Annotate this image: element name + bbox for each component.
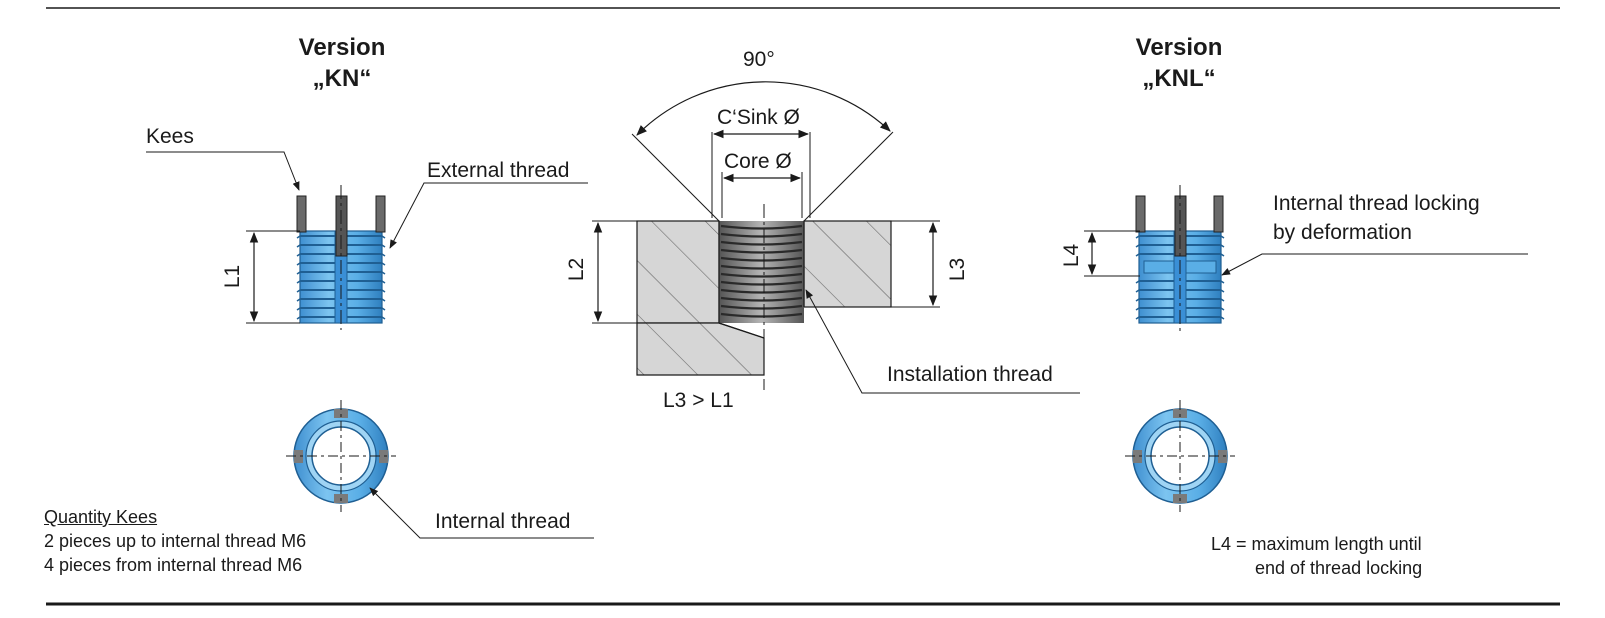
version-kn-line2: „KN“: [312, 65, 372, 92]
l4-dimension: [1084, 230, 1140, 277]
version-knl-line2: „KNL“: [1142, 65, 1216, 92]
internal-thread-label: Internal thread: [435, 510, 571, 533]
version-kn-line1: Version: [298, 34, 386, 61]
l2-label: L2: [565, 257, 589, 282]
quantity-line1: 2 pieces up to internal thread M6: [44, 531, 307, 551]
l1-dimension: [246, 230, 300, 324]
csink-label: C‘Sink Ø: [717, 106, 800, 129]
l3-gt-l1-label: L3 > L1: [663, 389, 734, 412]
version-kn-title: Version „KN“: [262, 32, 422, 94]
internal-thread-leader: [369, 487, 594, 539]
core-label: Core Ø: [724, 150, 792, 173]
locking-label-line2: by deformation: [1273, 221, 1412, 244]
locking-leader: [1221, 253, 1528, 276]
quantity-heading: Quantity Kees: [44, 507, 158, 527]
version-knl-line1: Version: [1135, 34, 1223, 61]
csink-dimension: [711, 129, 811, 218]
external-thread-leader: [389, 182, 588, 249]
l2-dimension: [592, 220, 719, 324]
angle-90-dimension: [631, 81, 894, 222]
section-view: [636, 204, 892, 390]
locking-label-line1: Internal thread locking: [1273, 192, 1480, 215]
installation-thread-label: Installation thread: [887, 363, 1053, 386]
version-knl-title: Version „KNL“: [1099, 32, 1259, 94]
core-dimension: [721, 172, 803, 218]
angle-label: 90°: [743, 48, 775, 71]
l3-label: L3: [946, 257, 970, 282]
l4-note-line2: end of thread locking: [1255, 558, 1423, 578]
quantity-line2: 4 pieces from internal thread M6: [44, 555, 303, 575]
l3-dimension: [891, 220, 940, 308]
external-thread-label: External thread: [427, 159, 570, 182]
knl-insert-top-view: [1125, 400, 1235, 512]
installation-thread-leader: [805, 289, 1080, 394]
kees-leader: [146, 151, 300, 191]
l4-label: L4: [1060, 243, 1084, 268]
kn-insert-top-view: [286, 400, 396, 512]
l1-label: L1: [221, 264, 245, 289]
kees-label: Kees: [146, 125, 194, 148]
l4-note-line1: L4 = maximum length until: [1211, 534, 1422, 554]
